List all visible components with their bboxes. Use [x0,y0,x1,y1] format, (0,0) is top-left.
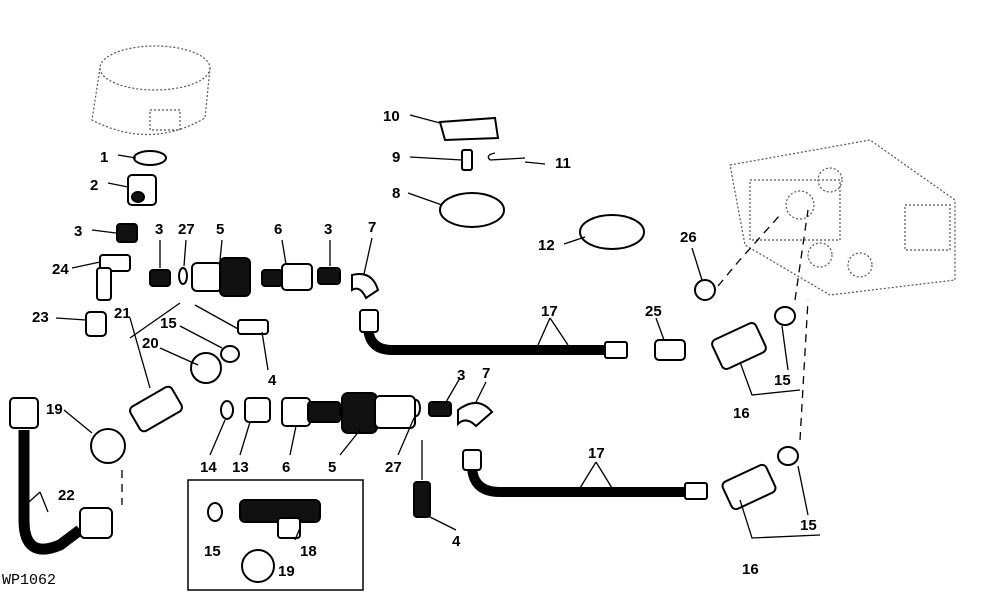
callout-19: 19 [278,563,295,580]
clip-part-10 [438,116,500,142]
coupler-part-5b [341,392,416,434]
callout-7: 7 [482,365,490,382]
fitting-part-6a [261,263,313,291]
callout-23: 23 [32,309,49,326]
o-ring-part-15a [774,306,796,326]
dust-cap-part-4b [413,440,431,518]
callout-3: 3 [155,221,163,238]
tee-part-18 [239,499,321,539]
callout-7: 7 [368,219,376,236]
hose-end-17a [359,309,379,333]
connection-line-b [794,209,809,301]
o-ring-part-15d [207,502,223,522]
callout-5: 5 [328,459,336,476]
hose-clamp-part-12 [579,214,645,250]
callout-26: 26 [680,229,697,246]
hose-end-17b [462,449,482,471]
o-ring-part-14 [220,400,234,420]
callout-15: 15 [204,543,221,560]
callout-21: 21 [114,305,131,322]
callout-8: 8 [392,185,400,202]
cap-part-19a [90,428,126,464]
leader-lines [19,114,821,541]
fitting-part-6b [281,397,341,427]
connection-line-c [799,299,809,441]
control-valve-outline [729,139,956,296]
hose-nut-17b [684,482,708,500]
callout-17: 17 [588,445,605,462]
filter-housing-outline [91,45,211,136]
connection-line-d [717,214,781,287]
callout-27: 27 [385,459,402,476]
callout-6: 6 [282,459,290,476]
callout-13: 13 [232,459,249,476]
elbow-part-16b [721,463,777,511]
o-ring-part-15c [220,345,240,363]
inset-box [187,479,364,591]
o-ring-part-27a [178,267,188,285]
nipple-part-3d [428,401,452,417]
callout-17: 17 [541,303,558,320]
callout-20: 20 [142,335,159,352]
fitting-part-13 [244,397,271,423]
coupler-part-5a [191,257,251,297]
pin-part-11 [487,152,526,161]
callout-4: 4 [268,372,277,389]
callout-3: 3 [324,221,332,238]
plug-part-26 [694,279,716,301]
elbow-part-7b [457,402,494,428]
callout-15: 15 [800,517,817,534]
callout-18: 18 [300,543,317,560]
nipple-part-3a [116,223,138,243]
cap-part-19b [241,549,275,583]
nipple-part-3b [149,269,171,287]
callout-1: 1 [100,149,108,166]
hose-part-17a [363,324,610,355]
nipple-part-3c [317,267,341,285]
callout-14: 14 [200,459,217,476]
cap-part-23 [85,311,107,337]
callout-27: 27 [178,221,195,238]
callout-2: 2 [90,177,98,194]
callout-15: 15 [774,372,791,389]
callout-12: 12 [538,237,555,254]
callout-5: 5 [216,221,224,238]
tee-fitting-part-24 [96,254,131,301]
o-ring-part-1 [133,150,167,166]
nut-part-20 [190,352,222,384]
callout-15: 15 [160,315,177,332]
callout-16: 16 [742,561,759,578]
callout-3: 3 [74,223,82,240]
screw-part-9 [461,149,473,171]
o-ring-part-15b [777,446,799,466]
hose-part-22 [9,397,113,555]
callout-19: 19 [46,401,63,418]
callout-16: 16 [733,405,750,422]
callout-6: 6 [274,221,282,238]
hose-clamp-part-8 [439,192,505,228]
adapter-part-21 [129,385,183,433]
fitting-part-25 [654,339,686,361]
callout-25: 25 [645,303,662,320]
figure-code: WP1062 [2,572,56,589]
callout-3: 3 [457,367,465,384]
callout-22: 22 [58,487,75,504]
hose-nut-17a [604,341,628,359]
callout-4: 4 [452,533,461,550]
callout-10: 10 [383,108,400,125]
callout-11: 11 [555,155,571,172]
hose-part-17b [467,464,690,497]
elbow-part-7a [351,273,380,300]
callout-24: 24 [52,261,69,278]
elbow-part-16a [711,322,767,370]
adapter-fitting-part-2 [127,174,157,206]
dust-cap-part-4a [194,304,269,335]
callout-9: 9 [392,149,400,166]
